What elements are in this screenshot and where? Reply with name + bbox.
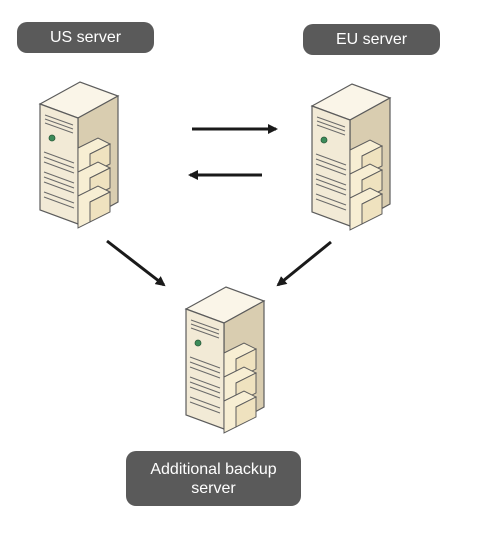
- backup-server-label: Additional backup server: [126, 451, 301, 506]
- eu-server-label: EU server: [303, 24, 440, 55]
- backup-server-icon: [185, 286, 265, 434]
- eu-server-icon: [311, 83, 391, 231]
- arrow-eu-to-backup: [276, 240, 332, 287]
- us-server-icon: [39, 81, 119, 229]
- arrow-us-to-backup: [106, 239, 166, 287]
- us-server-label: US server: [17, 22, 154, 53]
